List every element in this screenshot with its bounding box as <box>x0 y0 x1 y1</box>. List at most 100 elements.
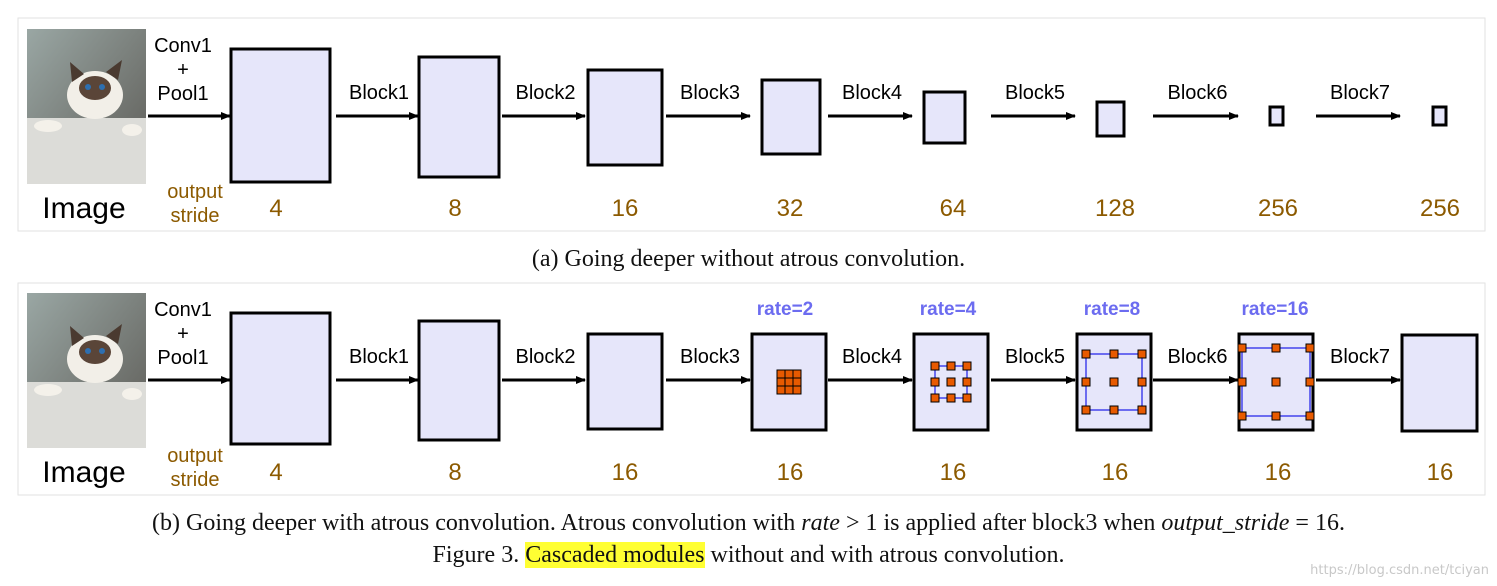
panel-b-kernel-2-dot-0 <box>1081 349 1091 359</box>
panel-b-kernel-0-dot-0 <box>776 369 786 379</box>
figure-caption-highlight: Cascaded modules <box>525 542 705 568</box>
panel-b-kernel-1-dot-6 <box>930 393 940 403</box>
panel-b-rate-label-1: rate=4 <box>920 299 977 320</box>
panel-a-stride-7: 256 <box>1420 195 1460 222</box>
panel-b-kernel-0-dot-8 <box>792 385 802 395</box>
panel-b-kernel-1-dot-4 <box>946 377 956 387</box>
panel-a-image-label: Image <box>42 192 125 225</box>
panel-a-blocks: Block1 Block2 Block3 Block4 Block5 Block6 Bloc… <box>148 47 1460 222</box>
panel-a-block-label-4: Block4 <box>842 82 902 104</box>
panel-b-kernel-0-dot-6 <box>776 385 786 395</box>
panel-a-stride-label-2: stride <box>171 205 220 227</box>
panel-a-cat-image <box>27 29 146 184</box>
panel-b-kernel-3-dot-4 <box>1271 377 1281 387</box>
panel-a-block-label-7: Block7 <box>1330 82 1390 104</box>
panel-a-block-label-1: Block1 <box>349 82 409 104</box>
panel-a-block-3 <box>760 78 822 156</box>
panel-b-kernel-2-dot-1 <box>1109 349 1119 359</box>
panel-a-stride-5: 128 <box>1095 195 1135 222</box>
panel-a-block-4 <box>922 90 967 145</box>
panel-a-block-6 <box>1268 105 1285 127</box>
panel-b-stem-label-3: Pool1 <box>157 347 208 369</box>
panel-b-block-0 <box>229 311 332 446</box>
panel-b-block-label-6: Block6 <box>1167 346 1227 368</box>
watermark: https://blog.csdn.net/tciyan <box>1310 563 1489 578</box>
panel-b-kernel-0-dot-1 <box>784 369 794 379</box>
panel-b-stride-5: 16 <box>1102 459 1129 486</box>
panel-b-kernel-1-dot-3 <box>930 377 940 387</box>
panel-b-kernel-3-dot-7 <box>1271 411 1281 421</box>
panel-b-stride-7: 16 <box>1427 459 1454 486</box>
panel-b-stem-label-2: + <box>177 323 189 345</box>
caption-b-rate: rate <box>801 510 840 536</box>
panel-b-kernel-2-dot-7 <box>1109 405 1119 415</box>
panel-a-block-2 <box>586 68 664 167</box>
panel-b-kernel-1-dot-5 <box>962 377 972 387</box>
panel-b-kernel-0-dot-5 <box>792 377 802 387</box>
panel-b-kernel-3-dot-0 <box>1237 343 1247 353</box>
panel-b-kernel-1-dot-0 <box>930 361 940 371</box>
panel-a-stride-3: 32 <box>777 195 804 222</box>
panel-a-block-7 <box>1431 105 1448 127</box>
panel-b-block-label-3: Block3 <box>680 346 740 368</box>
panel-a-stride-0: 4 <box>269 195 282 222</box>
panel-b-stride-2: 16 <box>612 459 639 486</box>
panel-b-stride-label-1: output <box>167 445 223 467</box>
panel-b-kernel-0-dot-3 <box>776 377 786 387</box>
panel-a-stem-label-2: + <box>177 59 189 81</box>
panel-b-stride-0: 4 <box>269 459 282 486</box>
panel-b-kernel-0-dot-4 <box>784 377 794 387</box>
panel-b-kernel-2-dot-5 <box>1137 377 1147 387</box>
panel-b-stride-6: 16 <box>1265 459 1292 486</box>
panel-b-block-7 <box>1400 333 1479 433</box>
panel-b-cat-image <box>27 293 146 448</box>
panel-a-stride-4: 64 <box>940 195 967 222</box>
panel-b-kernel-0-dot-7 <box>784 385 794 395</box>
panel-b-kernel-2-dot-6 <box>1081 405 1091 415</box>
panel-b-block-label-1: Block1 <box>349 346 409 368</box>
panel-b-kernel-3-dot-2 <box>1305 343 1315 353</box>
panel-b-stride-label-2: stride <box>171 469 220 491</box>
panel-a-stride-1: 8 <box>448 195 461 222</box>
panel-a-block-label-3: Block3 <box>680 82 740 104</box>
caption-b-part2: is applied after block3 when <box>877 510 1162 536</box>
panel-a-stem-label-3: Pool1 <box>157 83 208 105</box>
panel-a-block-5 <box>1095 100 1126 138</box>
panel-b-stride-4: 16 <box>940 459 967 486</box>
panel-b-stride-1: 8 <box>448 459 461 486</box>
panel-a-block-label-2: Block2 <box>515 82 575 104</box>
panel-b-stride-3: 16 <box>777 459 804 486</box>
figure-caption-suffix: without and with atrous convolution. <box>704 542 1065 568</box>
panel-b-kernel-1-dot-2 <box>962 361 972 371</box>
caption-b: (b) Going deeper with atrous convolution… <box>0 510 1497 537</box>
panel-b-kernel-2-dot-4 <box>1109 377 1119 387</box>
panel-a-stride-6: 256 <box>1258 195 1298 222</box>
figure-caption: Figure 3. Cascaded modules without and w… <box>0 542 1497 569</box>
panel-b-stem-label-1: Conv1 <box>154 299 212 321</box>
panel-b-kernel-3-dot-1 <box>1271 343 1281 353</box>
diagram-canvas: Image Conv1 + Pool1 output stride Block1… <box>17 17 1486 496</box>
panel-a-stride-2: 16 <box>612 195 639 222</box>
panel-a-block-label-5: Block5 <box>1005 82 1065 104</box>
panel-b-kernel-2-dot-2 <box>1137 349 1147 359</box>
panel-b-block-2 <box>586 332 664 431</box>
panel-a-stride-label-1: output <box>167 181 223 203</box>
panel-a-block-1 <box>417 55 501 179</box>
panel-b-kernel-3-dot-5 <box>1305 377 1315 387</box>
panel-b-kernel-2-dot-8 <box>1137 405 1147 415</box>
panel-b-kernel-2-dot-3 <box>1081 377 1091 387</box>
panel-b-kernel-3-dot-8 <box>1305 411 1315 421</box>
panel-b-kernel-1-dot-1 <box>946 361 956 371</box>
panel-a-block-label-6: Block6 <box>1167 82 1227 104</box>
panel-b-kernel-1-dot-8 <box>962 393 972 403</box>
panel-b-kernel-1-dot-7 <box>946 393 956 403</box>
panel-b-block-label-7: Block7 <box>1330 346 1390 368</box>
figure-caption-prefix: Figure 3. <box>432 542 526 568</box>
panel-a-block-0 <box>229 47 332 184</box>
panel-b-block-1 <box>417 319 501 442</box>
caption-a: (a) Going deeper without atrous convolut… <box>531 246 966 272</box>
panel-a-stem-label-1: Conv1 <box>154 35 212 57</box>
panel-b-kernel-3-dot-6 <box>1237 411 1247 421</box>
